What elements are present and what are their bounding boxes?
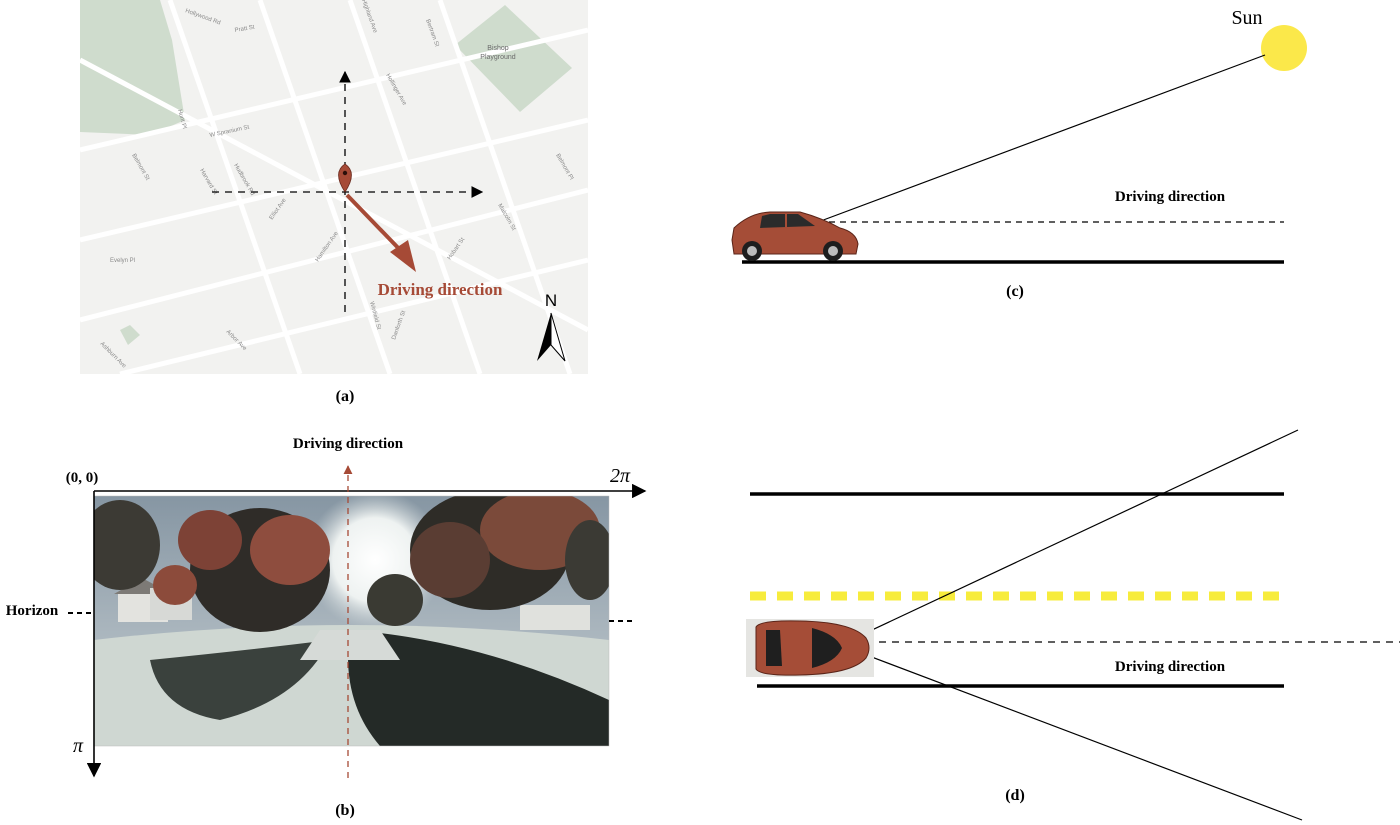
- sun-icon: [1261, 25, 1307, 71]
- street-label: Hunt Pl: [176, 109, 187, 130]
- car-top-icon: [746, 619, 874, 677]
- north-label: N: [545, 291, 557, 310]
- panorama-image: [94, 496, 609, 746]
- side-driving-direction-label: Driving direction: [1115, 189, 1226, 205]
- street-label: Pratt St: [234, 25, 255, 34]
- caption-d: (d): [1005, 787, 1025, 804]
- sun-label: Sun: [1231, 7, 1262, 29]
- panel-c-side-view: Sun Driving direction (c): [731, 7, 1307, 300]
- origin-label: (0, 0): [66, 470, 99, 486]
- map-small-green: [120, 325, 140, 345]
- location-pin-icon: [338, 163, 352, 193]
- park-label: Playground: [480, 54, 516, 61]
- car-side-icon: [731, 211, 859, 261]
- view-cone-upper: [839, 429, 1299, 646]
- panel-a-map: W Spranium St Harvard St Hudbrook Rd Ell…: [80, 0, 588, 405]
- map-driving-direction-label: Driving direction: [378, 280, 503, 299]
- street-label: Evelyn Pl: [110, 258, 135, 264]
- panorama-driving-direction-label: Driving direction: [293, 436, 404, 452]
- caption-a: (a): [336, 388, 355, 405]
- park-label: Bishop: [487, 45, 509, 52]
- y-end-label: π: [73, 735, 84, 757]
- caption-b: (b): [335, 802, 355, 819]
- top-driving-direction-label: Driving direction: [1115, 659, 1226, 675]
- map-streets: [80, 0, 588, 374]
- caption-c: (c): [1006, 283, 1024, 300]
- x-end-label: 2π: [610, 465, 631, 487]
- driving-direction-arrow: [345, 193, 416, 272]
- panel-b-panorama: Driving direction (0, 0) 2π π Horizon (b…: [6, 436, 647, 819]
- sun-ray-line: [817, 54, 1266, 223]
- north-arrow-icon: [537, 312, 566, 362]
- panel-d-top-view: Driving direction (d): [746, 429, 1400, 821]
- horizon-label: Horizon: [6, 603, 59, 619]
- view-cone-lower: [839, 644, 1303, 821]
- bishop-playground-park: [455, 5, 572, 112]
